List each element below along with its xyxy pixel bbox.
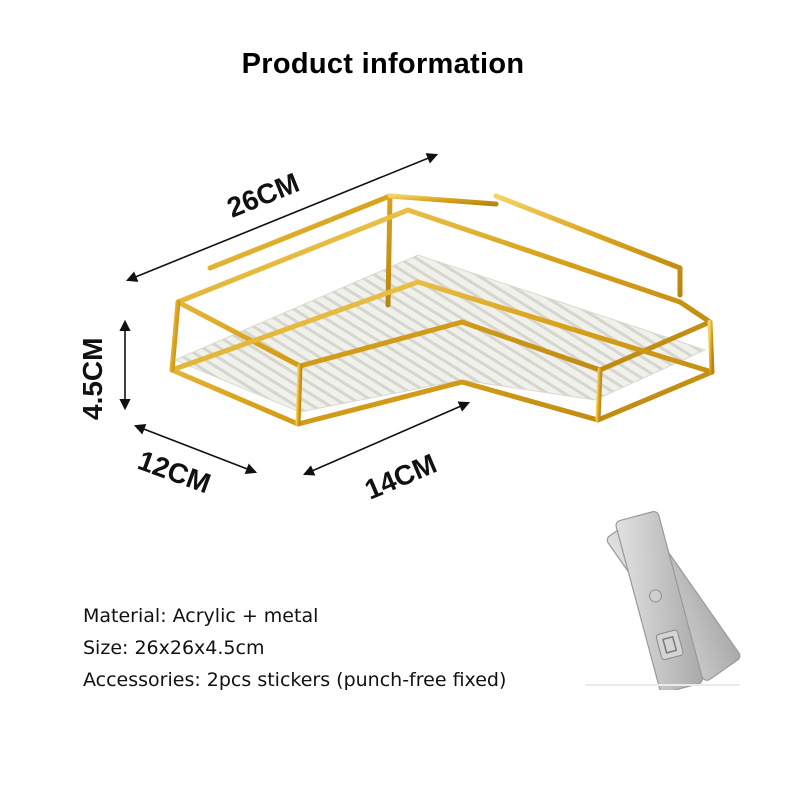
side-a-label: 12CM — [134, 445, 215, 500]
size-spec: Size: 26x26x4.5cm — [83, 637, 265, 659]
dimension-arrows — [119, 153, 471, 476]
material-spec: Material: Acrylic + metal — [83, 605, 319, 627]
length-label: 26CM — [223, 167, 304, 224]
adhesive-sticker-image — [585, 510, 741, 690]
height-label: 4.5CM — [77, 338, 108, 420]
accessories-spec: Accessories: 2pcs stickers (punch-free f… — [83, 669, 507, 691]
product-specs: Material: Acrylic + metal Size: 26x26x4.… — [83, 600, 506, 696]
side-b-label: 14CM — [360, 448, 441, 506]
page-title: Product information — [241, 48, 525, 80]
